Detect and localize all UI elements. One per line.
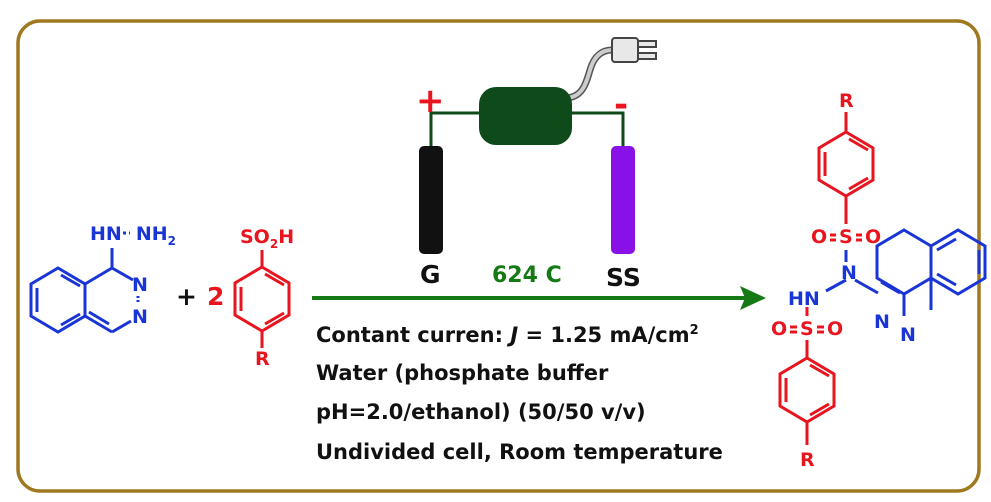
charge-label: 624 C: [492, 263, 562, 288]
anode-polarity-sign: +: [416, 81, 445, 121]
anode-electrode: [419, 146, 443, 254]
anode-label: G: [420, 260, 441, 289]
product-s-bottom: S: [800, 318, 814, 340]
product-s-top: S: [839, 226, 853, 248]
power-supply-box: [479, 87, 572, 145]
current-value: = 1.25 mA/cm: [518, 323, 690, 347]
product-hn-label: HN: [788, 288, 820, 310]
product-ring-n-right: N: [900, 324, 916, 346]
condition-solvent-line1: Water (phosphate buffer: [316, 361, 609, 385]
reactant-ring-n-lower: N: [132, 306, 148, 328]
reagent-r-group: R: [255, 348, 270, 370]
hydrazine-nh2-subscript: 2: [167, 233, 176, 248]
product-ring-n-left: N: [874, 311, 890, 333]
so2-subscript: 2: [269, 236, 279, 251]
so-text: SO: [240, 226, 270, 248]
product-n-label: N: [841, 262, 857, 284]
reaction-arrow-head: [740, 286, 766, 310]
hydrazine-nh-text: NH: [135, 223, 168, 245]
sulfonic-acid-group-label: SO2H: [240, 228, 294, 250]
current-symbol-j: J: [510, 323, 519, 347]
cathode-label: SS: [606, 263, 641, 292]
plus-sign: +: [176, 282, 197, 311]
condition-cell-temperature: Undivided cell, Room temperature: [316, 440, 723, 464]
reactant-ring-n-upper: N: [132, 274, 148, 296]
product-o-top-right: O: [865, 226, 882, 248]
hydrazine-label: HN NH2: [90, 225, 176, 247]
so-h-text: H: [278, 226, 295, 248]
product-o-top-left: O: [811, 226, 828, 248]
power-plug-icon: [564, 37, 657, 102]
product-o-bottom-right: O: [827, 318, 844, 340]
anode-wire: [429, 111, 480, 150]
current-prefix: Contant curren:: [316, 323, 511, 347]
stoichiometric-coefficient: 2: [207, 282, 225, 311]
arylsulfonic-acid-structure: [233, 250, 291, 348]
product-o-bottom-left: O: [771, 318, 788, 340]
product-r-top: R: [839, 90, 854, 112]
cathode-polarity-sign: -: [614, 85, 629, 125]
product-r-bottom: R: [800, 449, 815, 471]
hydrazine-hn-text: HN: [90, 223, 122, 245]
cathode-wire: [570, 111, 625, 150]
hydralazine-structure: [29, 231, 140, 334]
condition-solvent-line2: pH=2.0/ethanol) (50/50 v/v): [316, 400, 646, 424]
condition-current-density: Contant curren: J = 1.25 mA/cm2: [316, 324, 699, 346]
product-structure: [778, 112, 987, 445]
current-unit-exponent: 2: [689, 323, 699, 338]
cathode-electrode: [611, 146, 635, 254]
